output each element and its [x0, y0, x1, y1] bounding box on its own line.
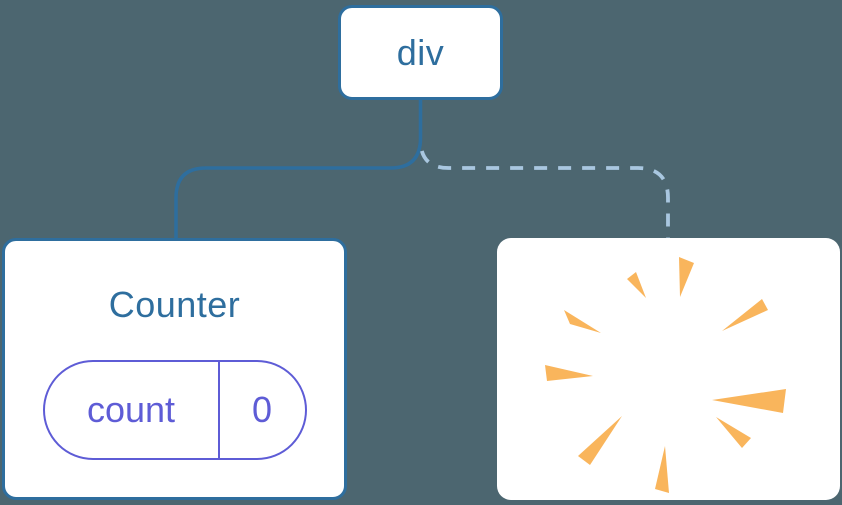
dashed-edge: [418, 139, 670, 240]
poof-ray: [712, 389, 786, 413]
root-node: div: [338, 5, 503, 100]
poof-ray: [627, 272, 646, 298]
removed-component-card: [497, 238, 840, 500]
poof-ray: [655, 446, 669, 493]
component-title: Counter: [108, 284, 241, 325]
counter-component-card: Counter count 0: [2, 238, 347, 500]
poof-ray: [679, 257, 694, 297]
poof-icon: [545, 257, 786, 493]
solid-edge: [174, 100, 423, 238]
poof-ray: [578, 416, 622, 465]
poof-ray: [716, 417, 751, 448]
state-value: 0: [251, 389, 273, 430]
poof-ray: [545, 365, 593, 381]
state-pill: count 0: [42, 360, 307, 460]
root-node-label: div: [396, 31, 445, 73]
poof-ray: [564, 310, 601, 333]
state-key: count: [45, 362, 220, 458]
poof-ray: [722, 299, 768, 331]
